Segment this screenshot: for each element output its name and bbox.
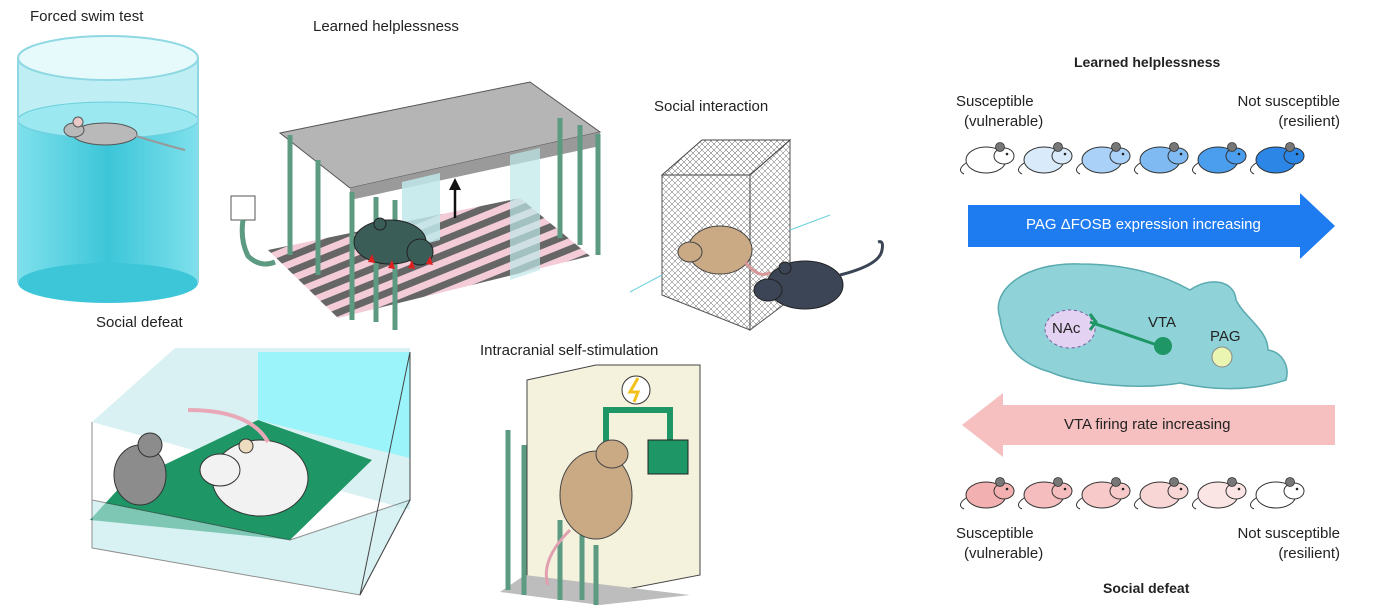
white-aggressor-mouse-icon (187, 408, 309, 517)
blue-mouse-icon-2 (1018, 142, 1073, 175)
pink-mouse-icon-1 (960, 477, 1015, 510)
blue-mouse-icon-5 (1192, 142, 1247, 175)
small-grey-mouse-icon (113, 432, 167, 506)
pink-mouse-row (960, 477, 1305, 510)
brain-label-pag: PAG (1210, 328, 1241, 345)
caged-mouse-icon (677, 225, 771, 276)
social-defeat-title: Social defeat (96, 314, 183, 331)
blue-mouse-icon-4 (1134, 142, 1189, 175)
right-top-heading: Learned helplessness (1074, 54, 1221, 70)
blue-arrow (968, 193, 1335, 259)
top-resilient-label: Not susceptible (resilient) (1237, 92, 1340, 132)
blue-arrow-text: PAG ΔFOSB expression increasing (1026, 216, 1261, 233)
bottom-resilient-label: Not susceptible (resilient) (1237, 524, 1340, 564)
bottom-susceptible-line1: Susceptible (956, 525, 1034, 542)
forced-swim-title: Forced swim test (30, 8, 144, 25)
helpless-mouse-icon (353, 217, 434, 269)
top-resilient-line1: Not susceptible (1237, 93, 1340, 110)
bottom-susceptible-label: Susceptible (vulnerable) (956, 524, 1043, 564)
pink-mouse-icon-6 (1250, 477, 1305, 510)
pink-arrow (962, 393, 1335, 457)
top-susceptible-line2: (vulnerable) (964, 113, 1044, 130)
top-susceptible-line1: Susceptible (956, 93, 1034, 110)
pink-mouse-icon-5 (1192, 477, 1247, 510)
pink-mouse-icon-3 (1076, 477, 1131, 510)
learned-helplessness-title: Learned helplessness (313, 18, 459, 35)
shuttle-box (230, 81, 602, 330)
bottom-susceptible-line2: (vulnerable) (964, 545, 1044, 562)
top-susceptible-label: Susceptible (vulnerable) (956, 92, 1043, 132)
right-bottom-heading: Social defeat (1103, 580, 1190, 596)
icss-mouse-icon (544, 439, 633, 586)
blue-mouse-icon-1 (960, 142, 1015, 175)
forced-swim-cylinder (17, 35, 199, 303)
pink-arrow-text: VTA firing rate increasing (1064, 416, 1231, 433)
bottom-resilient-line1: Not susceptible (1237, 525, 1340, 542)
pink-mouse-icon-4 (1134, 477, 1189, 510)
bottom-resilient-line2: (resilient) (1278, 545, 1340, 562)
blue-mouse-icon-3 (1076, 142, 1131, 175)
blue-mouse-row (960, 142, 1305, 175)
blue-mouse-icon-6 (1250, 142, 1305, 175)
pink-mouse-icon-2 (1018, 477, 1073, 510)
icss-title: Intracranial self-stimulation (480, 342, 659, 359)
swimming-mouse-icon (63, 116, 186, 151)
brain-sagittal (997, 263, 1288, 390)
top-resilient-line2: (resilient) (1278, 113, 1340, 130)
test-mouse-icon (753, 240, 884, 310)
brain-label-vta: VTA (1148, 314, 1177, 331)
brain-label-nac: NAc (1052, 320, 1081, 337)
social-interaction-title: Social interaction (654, 98, 769, 115)
